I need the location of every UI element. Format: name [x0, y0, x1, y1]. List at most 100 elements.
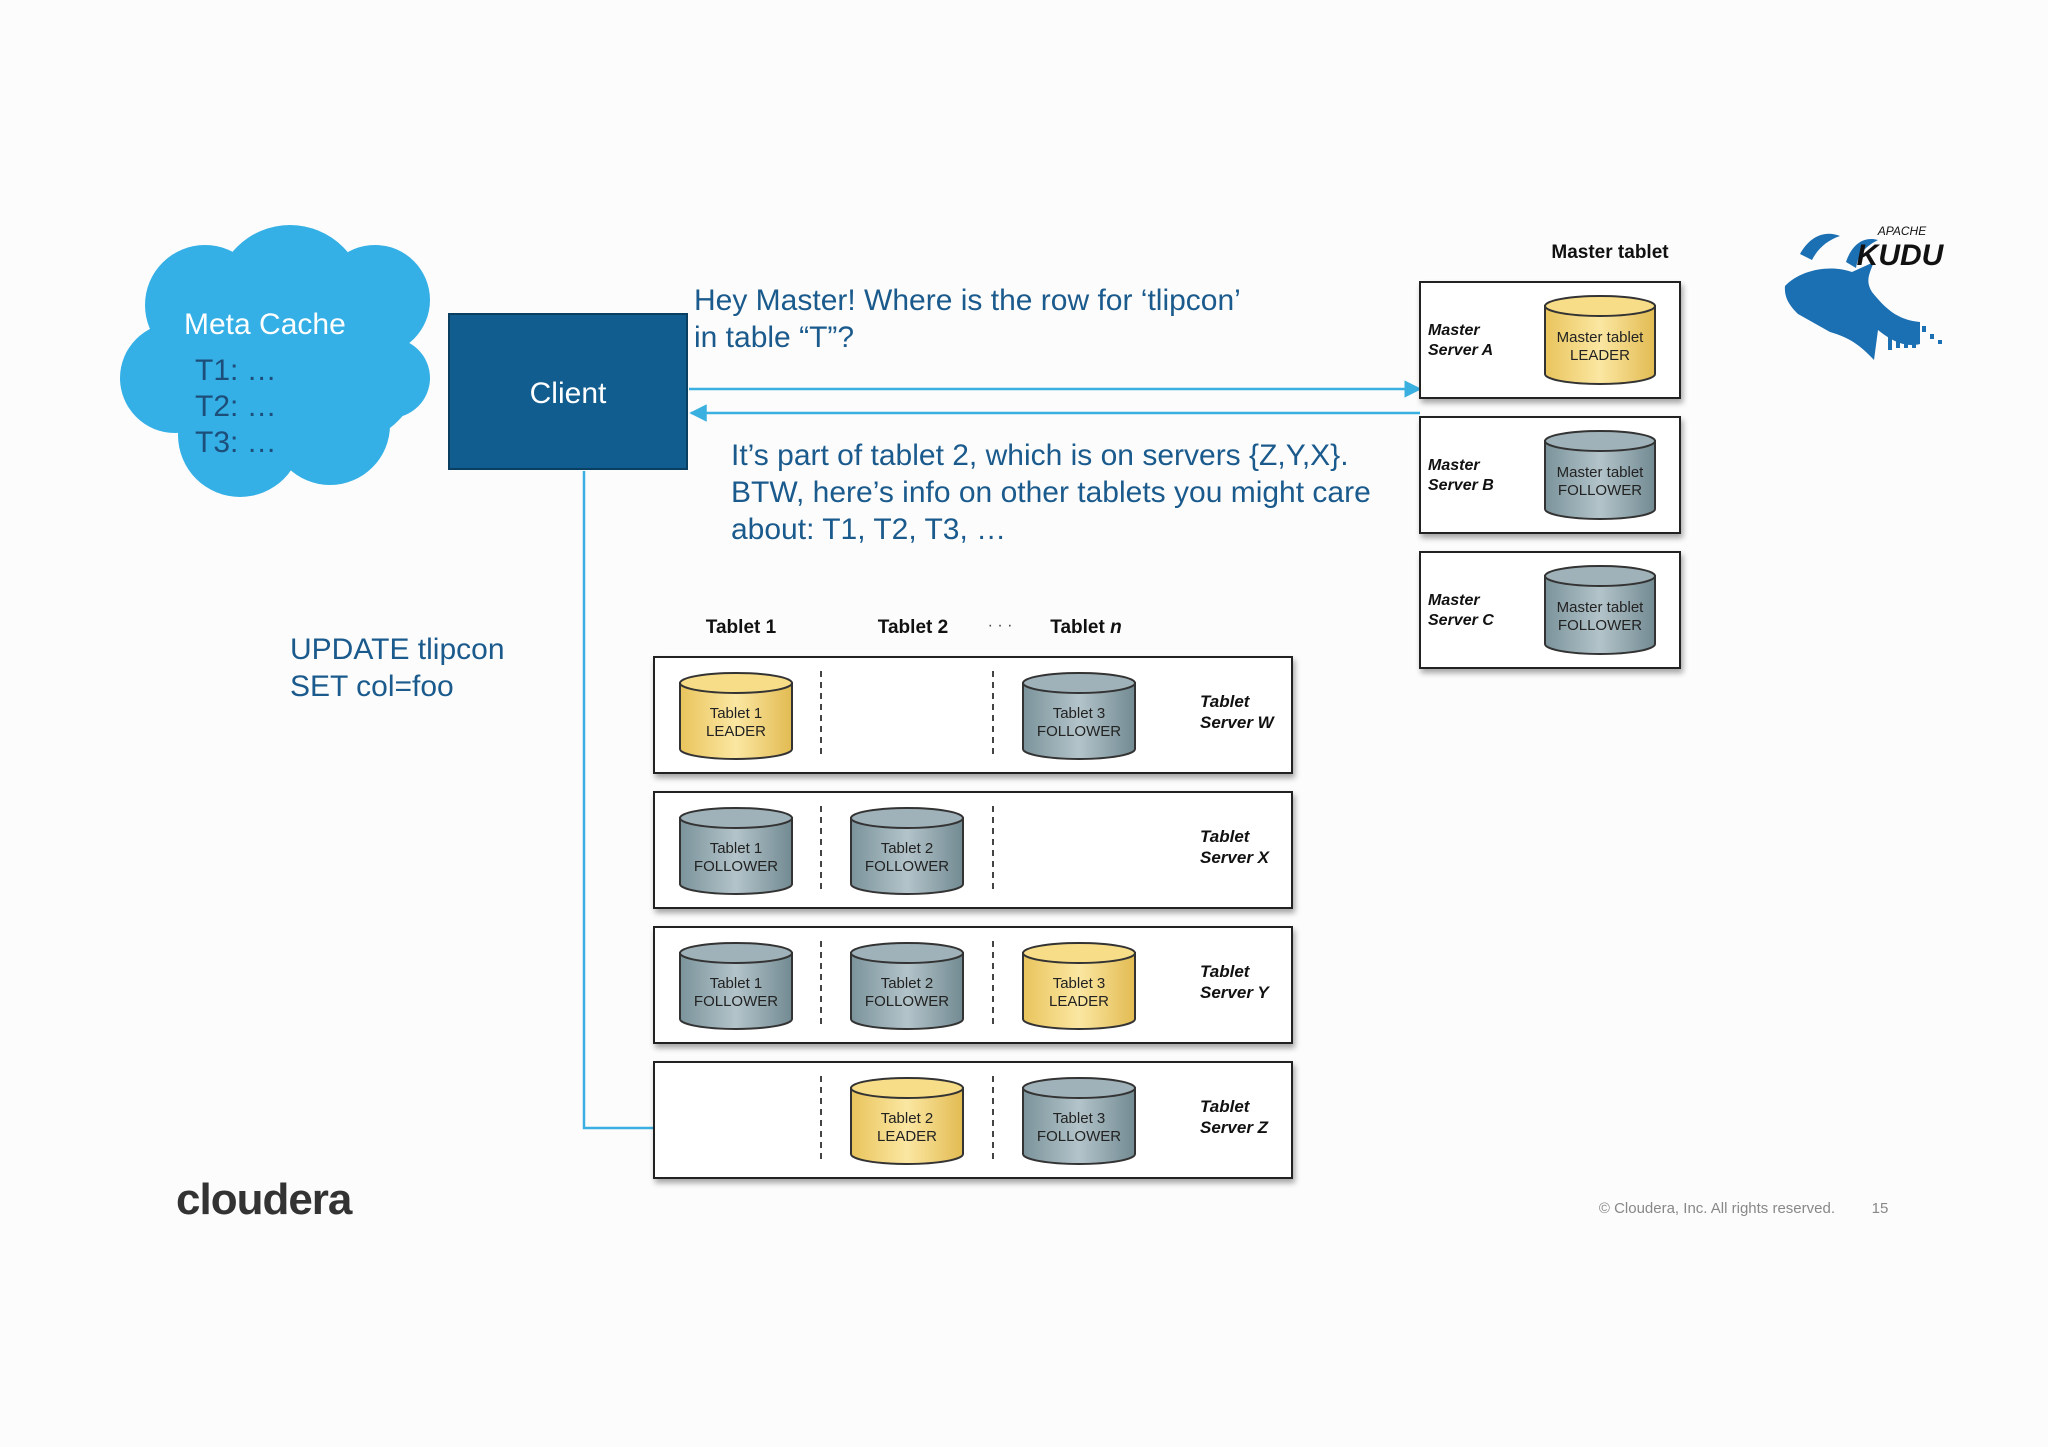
tablet-n-italic: n	[1110, 617, 1122, 638]
tablets-header: Tablet 1 Tablet 2 · · · Tablet n	[706, 617, 1122, 638]
tablet-server-label-2: Server Z	[1200, 1118, 1269, 1137]
cylinder-body	[1544, 440, 1656, 520]
cylinder-body	[1022, 682, 1136, 760]
cylinder-label-name: Master tablet	[1557, 599, 1645, 616]
master-server-label-2: Server A	[1428, 342, 1493, 359]
kudu-antelope-icon	[1784, 233, 1942, 360]
cylinder-label-name: Tablet 2	[881, 975, 934, 992]
kudu-logo: APACHE KUDU	[1784, 224, 1945, 360]
response-line-3: about: T1, T2, T3, …	[731, 513, 1006, 546]
cylinder-label-name: Tablet 1	[710, 705, 763, 722]
tablet-server-label-2: Server X	[1200, 848, 1271, 867]
cylinder-label-name: Tablet 2	[881, 840, 934, 857]
cylinder-body	[1022, 952, 1136, 1030]
client-box: Client	[448, 313, 688, 470]
cylinder-label-name: Tablet 2	[881, 1110, 934, 1127]
master-server-label-1: Master	[1428, 322, 1480, 339]
tablet-2-header: Tablet 2	[878, 617, 948, 638]
cylinder-label-role: LEADER	[1570, 347, 1630, 364]
tablet-server-box	[653, 1061, 1293, 1179]
cylinder-top	[1022, 942, 1136, 964]
cylinder-body	[850, 817, 964, 895]
cylinder-body	[1544, 305, 1656, 385]
request-line-2: in table “T”?	[694, 321, 854, 354]
kudu-logo-main: KUDU	[1857, 239, 1945, 272]
meta-cache-item-3: T3: …	[195, 426, 277, 459]
cloud-shape	[120, 225, 430, 497]
cylinder-label-name: Master tablet	[1557, 329, 1645, 346]
response-line-1: It’s part of tablet 2, which is on serve…	[731, 439, 1349, 472]
meta-cache-item-1: T1: …	[195, 354, 277, 387]
cylinder-top	[1022, 1077, 1136, 1099]
master-server-label-2: Server C	[1428, 612, 1494, 629]
cylinder-label-role: FOLLOWER	[865, 993, 949, 1010]
cylinder-body	[1022, 1087, 1136, 1165]
update-line-2: SET col=foo	[290, 670, 454, 703]
tablet-server-label-1: Tablet	[1200, 962, 1251, 981]
cylinder-label-name: Tablet 1	[710, 975, 763, 992]
cylinder-body	[850, 1087, 964, 1165]
cylinder-top	[1022, 672, 1136, 694]
cylinder-body	[679, 682, 793, 760]
tablet-n-header: Tablet n	[1050, 617, 1121, 638]
cylinder-top	[1544, 565, 1656, 587]
cylinder-label-role: FOLLOWER	[694, 993, 778, 1010]
cylinder-label-role: FOLLOWER	[1037, 1128, 1121, 1145]
master-server-label-1: Master	[1428, 457, 1480, 474]
cylinder-label-name: Tablet 3	[1053, 1110, 1106, 1127]
cylinder-top	[679, 672, 793, 694]
tablet-server-label-1: Tablet	[1200, 827, 1251, 846]
cylinder-top	[850, 1077, 964, 1099]
cylinder-label-role: FOLLOWER	[1558, 617, 1642, 634]
tablet-n-prefix: Tablet	[1050, 617, 1110, 638]
cylinder-top	[1544, 295, 1656, 317]
tablet-server-label-2: Server Y	[1200, 983, 1270, 1002]
footer-copyright: © Cloudera, Inc. All rights reserved.	[1599, 1200, 1835, 1217]
cylinder-label-role: FOLLOWER	[694, 858, 778, 875]
cylinder-top	[679, 942, 793, 964]
cylinder-label-role: FOLLOWER	[1558, 482, 1642, 499]
kudu-logo-top: APACHE	[1877, 224, 1927, 238]
master-server-label-1: Master	[1428, 592, 1480, 609]
cylinder-label-name: Tablet 3	[1053, 705, 1106, 722]
cylinder-body	[1544, 575, 1656, 655]
cylinder-label-role: FOLLOWER	[1037, 723, 1121, 740]
update-line-1: UPDATE tlipcon	[290, 633, 505, 666]
cloudera-logo: cloudera	[176, 1175, 353, 1224]
cylinder-top	[1544, 430, 1656, 452]
cylinder-top	[679, 807, 793, 829]
tablet-server-label-1: Tablet	[1200, 1097, 1251, 1116]
tablet-server-label-2: Server W	[1200, 713, 1276, 732]
cylinder-body	[850, 952, 964, 1030]
master-tablet-header: Master tablet	[1551, 242, 1669, 263]
cylinder-label-role: LEADER	[877, 1128, 937, 1145]
master-server-label-2: Server B	[1428, 477, 1494, 494]
tablet-server-label-1: Tablet	[1200, 692, 1251, 711]
cylinder-label-role: FOLLOWER	[865, 858, 949, 875]
cylinder-top	[850, 942, 964, 964]
cylinder-body	[679, 817, 793, 895]
cylinder-body	[679, 952, 793, 1030]
meta-cache-cloud: Meta Cache T1: … T2: … T3: …	[120, 225, 430, 497]
footer-page-number: 15	[1872, 1200, 1889, 1217]
client-label: Client	[530, 377, 607, 410]
request-line-1: Hey Master! Where is the row for ‘tlipco…	[694, 284, 1241, 317]
response-line-2: BTW, here’s info on other tablets you mi…	[731, 476, 1371, 509]
